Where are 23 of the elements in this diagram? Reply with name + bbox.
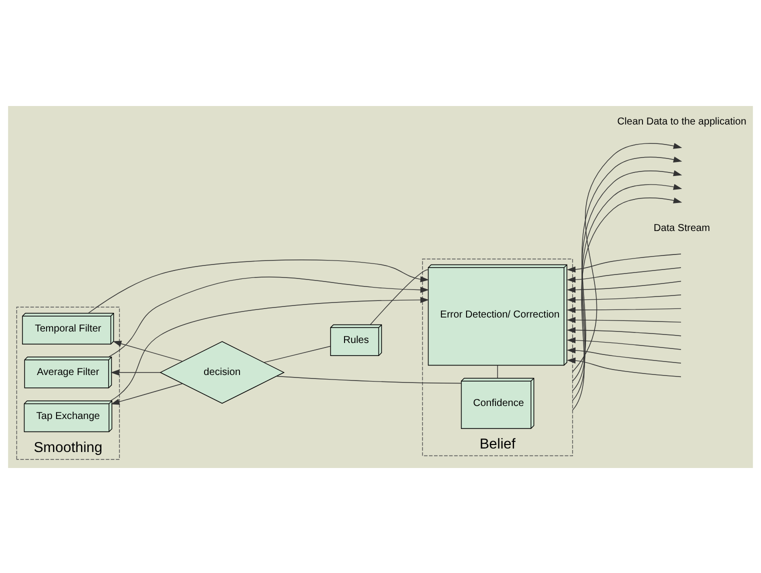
label: Clean Data to the application bbox=[617, 116, 746, 127]
node-diamond: decision bbox=[160, 340, 285, 404]
arrow bbox=[566, 326, 682, 336]
arrow bbox=[110, 368, 161, 375]
arrow bbox=[566, 253, 682, 272]
arrow bbox=[108, 276, 429, 357]
connector bbox=[497, 364, 498, 378]
arrow bbox=[566, 266, 682, 282]
arrow bbox=[110, 382, 183, 404]
arrow bbox=[566, 306, 682, 312]
arrow bbox=[566, 316, 682, 323]
arrow bbox=[566, 280, 682, 292]
arrow bbox=[112, 340, 183, 362]
arrow bbox=[110, 296, 429, 401]
arrow bbox=[566, 294, 682, 302]
arrow bbox=[566, 357, 682, 377]
connector bbox=[370, 268, 428, 324]
connector bbox=[276, 375, 462, 384]
arrow bbox=[566, 346, 682, 363]
arrow bbox=[566, 336, 682, 350]
label: Data Stream bbox=[654, 222, 710, 234]
arrow bbox=[88, 259, 429, 313]
connector bbox=[264, 345, 331, 362]
